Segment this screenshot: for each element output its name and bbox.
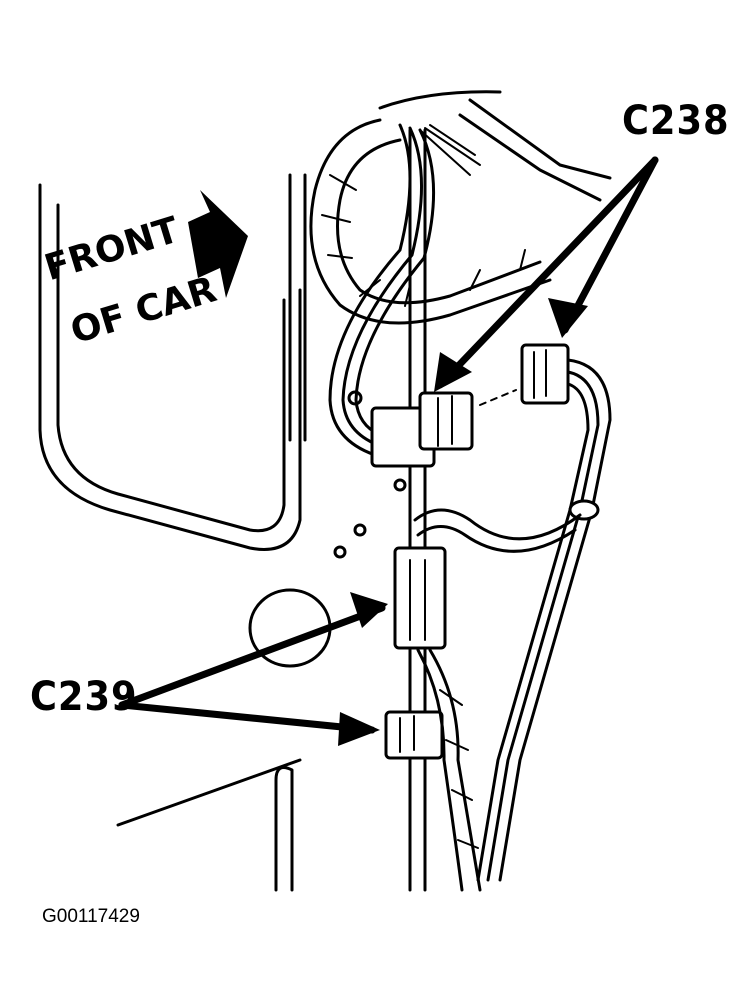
callout-label-c239: C239: [30, 674, 138, 720]
connector-c239-ribs: [409, 559, 426, 641]
connector-c239-lower-ribs: [399, 715, 415, 753]
wire-bundle: [416, 525, 577, 553]
pointer-arrow-icon: [436, 156, 659, 389]
pointer-arrow-icon: [561, 156, 659, 334]
wire-bundle: [413, 508, 582, 541]
screw: [353, 523, 367, 537]
wire-bundle: [354, 128, 436, 437]
lower-panel: [274, 766, 294, 892]
screw: [347, 390, 363, 406]
figure-code: G00117429: [42, 906, 140, 927]
harness-coil: [468, 98, 612, 180]
pointer-arrowhead: [548, 298, 588, 338]
pointer-arrow-icon: [118, 604, 386, 709]
wire-stripe: [439, 689, 479, 849]
dash-line: [479, 389, 517, 406]
harness-coil: [336, 138, 542, 305]
harness-coil: [378, 90, 502, 110]
callout-label-c238: C238: [622, 98, 730, 144]
connector-c238-mid: [418, 391, 474, 451]
pointer-arrowhead: [434, 352, 472, 392]
screw: [333, 545, 347, 559]
connector-c238-right-ribs: [533, 349, 547, 399]
connector-c239-upper: [393, 546, 447, 650]
wire-bundle: [416, 648, 464, 892]
pointer-arrow-icon: [118, 701, 376, 734]
wire-bundle: [498, 358, 612, 882]
door-panel-outline: [38, 183, 302, 551]
harness-coil: [458, 113, 602, 202]
wire-clip: [568, 499, 600, 521]
wire-bundle: [341, 126, 423, 447]
harness-coil: [309, 118, 552, 325]
wire-bundle: [428, 648, 482, 892]
wire-bundle: [486, 370, 600, 882]
wire-bundle: [476, 382, 590, 882]
door-panel-inner: [56, 203, 286, 533]
pointer-arrowhead: [338, 712, 380, 746]
screw: [393, 478, 407, 492]
wire-bundle: [328, 123, 412, 457]
wire-ends: [419, 124, 481, 176]
pointer-arrowhead: [350, 592, 388, 628]
connector-c238-ribs: [437, 395, 453, 447]
floor-line: [116, 758, 302, 827]
arrow-right-icon: [188, 190, 248, 298]
